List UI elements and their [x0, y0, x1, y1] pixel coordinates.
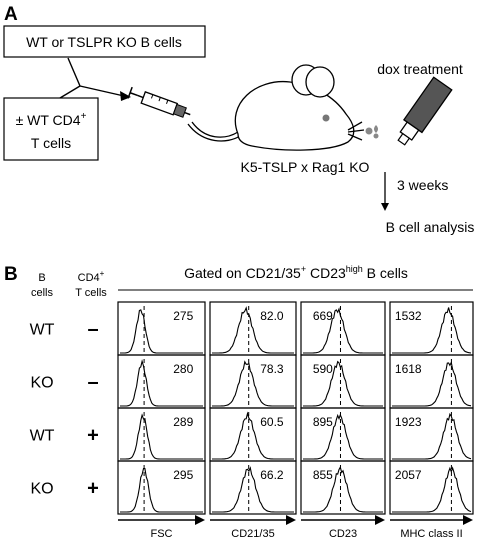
dox-drops-icon [365, 125, 379, 139]
histogram-curve [120, 309, 203, 354]
b-cells-header-1: B [38, 272, 45, 284]
histogram-grid: 275 82.0 669 1532 280 78.3 590 1618 289 60.5 895 19… [117, 301, 474, 515]
mfi-value: 66.2 [260, 468, 284, 482]
histogram-curve [120, 413, 203, 460]
row-t-cells-sign: + [87, 425, 99, 447]
time-arrowhead [381, 203, 389, 211]
histogram-curve [303, 307, 383, 354]
t-cells-header-1: CD4+ [78, 269, 105, 284]
histogram-panel [117, 460, 206, 515]
histogram-curve [303, 413, 383, 460]
row-t-cells-sign: + [87, 478, 99, 500]
t-cells-box [3, 97, 99, 161]
dox-bottle-icon [397, 76, 453, 146]
histogram-curve [212, 360, 294, 407]
axis-label: FSC [151, 528, 173, 540]
histogram-curve [120, 359, 203, 407]
histogram-curve [392, 360, 472, 407]
analysis-label: B cell analysis [386, 219, 475, 235]
mfi-value: 78.3 [260, 362, 284, 376]
syringe-icon [127, 86, 191, 118]
mfi-value: 82.0 [260, 309, 284, 323]
histogram-curve [303, 465, 383, 513]
t-cells-box-label-2: T cells [31, 135, 71, 151]
axis-arrowhead [463, 515, 473, 525]
b-cells-box [3, 25, 206, 58]
gate-label: Gated on CD21/35+ CD23high B cells [184, 264, 408, 281]
histogram-curve [212, 466, 294, 513]
mfi-value: 895 [313, 415, 333, 429]
merge-arrowhead [120, 91, 131, 101]
mfi-value: 669 [313, 309, 333, 323]
histogram-curve [392, 412, 472, 460]
histogram-curve [392, 466, 472, 513]
axis-label: CD21/35 [231, 528, 274, 540]
histogram-curve [212, 306, 294, 354]
histogram-panel [389, 460, 474, 515]
mouse-icon [187, 64, 365, 151]
axis-arrowhead [375, 515, 385, 525]
histogram-curve [120, 468, 203, 513]
time-label: 3 weeks [397, 177, 448, 193]
mfi-value: 1532 [395, 309, 422, 323]
row-t-cells-sign: – [87, 372, 98, 394]
row-b-cells-label: KO [30, 375, 53, 392]
row-b-cells-label: WT [30, 322, 55, 339]
histogram-curve [212, 411, 294, 460]
b-cells-box-label: WT or TSLPR KO B cells [26, 34, 182, 50]
axis-arrowhead [195, 515, 205, 525]
mfi-value: 60.5 [260, 415, 284, 429]
mfi-value: 1618 [395, 362, 422, 376]
row-labels: WT – KO – WT + KO + [30, 319, 99, 500]
mfi-value: 280 [173, 362, 193, 376]
histogram-panel [209, 460, 297, 515]
dox-label: dox treatment [377, 61, 463, 77]
mfi-value: 855 [313, 468, 333, 482]
mfi-value: 295 [173, 468, 193, 482]
mfi-value: 1923 [395, 415, 422, 429]
panel-a-label: A [4, 4, 18, 25]
histogram-curve [303, 360, 383, 407]
mfi-value: 590 [313, 362, 333, 376]
mfi-value: 289 [173, 415, 193, 429]
x-axes: FSC CD21/35 CD23 MHC class II [118, 515, 473, 540]
mfi-value: 275 [173, 309, 193, 323]
b-cells-header-2: cells [31, 287, 54, 299]
histogram-panel [300, 460, 386, 515]
axis-label: MHC class II [400, 528, 462, 540]
row-b-cells-label: WT [30, 428, 55, 445]
axis-arrowhead [286, 515, 296, 525]
t-cells-box-label-1: ± WT CD4+ [16, 111, 87, 128]
axis-label: CD23 [329, 528, 357, 540]
mouse-label: K5-TSLP x Rag1 KO [241, 159, 370, 175]
t-cells-header-2: T cells [75, 287, 107, 299]
mfi-value: 2057 [395, 468, 422, 482]
histogram-curve [392, 307, 472, 354]
row-b-cells-label: KO [30, 481, 53, 498]
row-t-cells-sign: – [87, 319, 98, 341]
panel-b-label: B [4, 264, 18, 285]
merge-arrow [59, 57, 125, 99]
